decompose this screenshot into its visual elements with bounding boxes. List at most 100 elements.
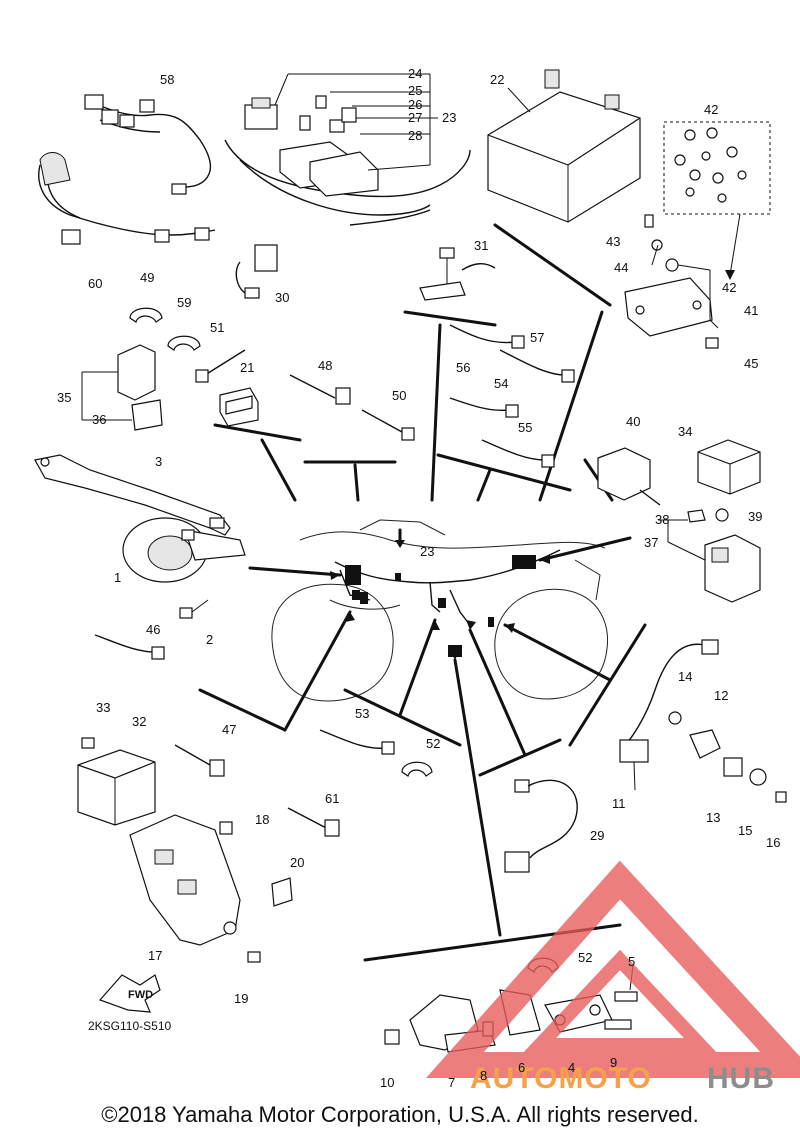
part-number-label: 44: [614, 260, 628, 275]
part-number-label: 59: [177, 295, 191, 310]
bolt-2: [179, 599, 209, 619]
part-number-label: 52: [426, 736, 440, 751]
part-number-label: 54: [494, 376, 508, 391]
bracket-17: [129, 814, 293, 963]
part-number-label: 1: [114, 570, 121, 585]
part-number-label: 32: [132, 714, 146, 729]
regulator-32: [77, 737, 156, 826]
relay-35: [81, 344, 163, 431]
watermark-logo: [425, 860, 800, 1078]
main-wire-harness: [334, 549, 561, 657]
horn-1: [122, 517, 246, 583]
part-number-label: 36: [92, 412, 106, 427]
part-number-label: 45: [744, 356, 758, 371]
part-number-label: 39: [748, 509, 762, 524]
part-number-label: 12: [714, 688, 728, 703]
part-number-label: 60: [88, 276, 102, 291]
holder-21: [219, 387, 259, 427]
arrowheads: [330, 540, 550, 660]
part-number-label: 42: [722, 280, 736, 295]
part-number-label: 4: [568, 1060, 575, 1075]
part-number-label: 15: [738, 823, 752, 838]
part-number-label: 10: [380, 1075, 394, 1090]
motorcycle-outline: [271, 519, 608, 702]
part-number-label: 49: [140, 270, 154, 285]
part-number-label: 55: [518, 420, 532, 435]
sensor-assembly-11: [619, 639, 787, 803]
part-number-label: 34: [678, 424, 692, 439]
part-number-label: 30: [275, 290, 289, 305]
band-46: [94, 634, 165, 660]
part-number-label: 53: [355, 706, 369, 721]
part-number-label: 17: [148, 948, 162, 963]
part-number-label: 6: [518, 1060, 525, 1075]
plate-assembly-41: [624, 214, 719, 349]
part-number-label: 27: [408, 110, 422, 125]
part-number-label: 52: [578, 950, 592, 965]
part-number-label: 5: [628, 954, 635, 969]
part-number-label: 22: [490, 72, 504, 87]
part-number-label: 24: [408, 66, 422, 81]
watermark-text-gray: HUB: [707, 1062, 775, 1095]
part-number-label: 38: [655, 512, 669, 527]
part-number-label: 33: [96, 700, 110, 715]
part-number-label: 14: [678, 669, 692, 684]
part-number-label: 26: [408, 97, 422, 112]
ground-lead-31: [419, 247, 496, 301]
part-number-label: 51: [210, 320, 224, 335]
part-number-label: 2: [206, 632, 213, 647]
part-number-label: 42: [704, 102, 718, 117]
fwd-label: FWD: [128, 989, 153, 1001]
bracket-3: [34, 454, 231, 536]
battery: [487, 69, 641, 223]
part-number-label: 31: [474, 238, 488, 253]
part-number-label: 37: [644, 535, 658, 550]
part-number-label: 28: [408, 128, 422, 143]
part-number-label: 21: [240, 360, 254, 375]
part-number-label: 7: [448, 1075, 455, 1090]
part-number-label: 29: [590, 828, 604, 843]
part-number-label: 13: [706, 810, 720, 825]
part-number-label: 41: [744, 303, 758, 318]
copyright-notice: ©2018 Yamaha Motor Corporation, U.S.A. A…: [101, 1102, 699, 1127]
part-number-label: 61: [325, 791, 339, 806]
part-number-label: 47: [222, 722, 236, 737]
fwd-arrow-icon: FWD: [98, 974, 161, 1013]
starter-relay-37: [658, 508, 761, 603]
part-number-label: 11: [612, 796, 626, 811]
part-number-label: 8: [480, 1068, 487, 1083]
lead-29: [504, 779, 578, 873]
connector-30: [235, 244, 278, 299]
part-number-label: 23: [420, 544, 434, 559]
part-number-label: 40: [626, 414, 640, 429]
part-number-label: 20: [290, 855, 304, 870]
part-number-label: 25: [408, 83, 422, 98]
watermark-text-orange: AUTOMOTO: [470, 1062, 652, 1095]
sub-wire-harness-60: [38, 152, 216, 245]
part-number-label: 50: [392, 388, 406, 403]
part-number-label: 57: [530, 330, 544, 345]
cable-bands-right: [449, 324, 575, 468]
relay-40: [597, 447, 661, 506]
part-code: 2KSG110-S510: [88, 1019, 171, 1033]
part-number-label: 46: [146, 622, 160, 637]
part-number-label: 23: [442, 110, 456, 125]
part-number-label: 9: [610, 1055, 617, 1070]
part-number-label: 35: [57, 390, 71, 405]
part-number-label: 58: [160, 72, 174, 87]
flasher-relay-34: [697, 439, 761, 495]
grommet-set: [663, 121, 771, 280]
part-number-label: 48: [318, 358, 332, 373]
part-number-label: 3: [155, 454, 162, 469]
electrical-parts-diagram: FWD 2KSG110-S510 AUTOMOTO HUB 5824252627…: [34, 66, 800, 1095]
pointer-lines: [198, 223, 647, 962]
part-number-label: 43: [606, 234, 620, 249]
clamps-bands: [129, 307, 415, 441]
fuse-box-assembly: [224, 73, 471, 226]
sub-wire-harness-58: [84, 94, 212, 195]
part-number-label: 19: [234, 991, 248, 1006]
part-number-label: 56: [456, 360, 470, 375]
part-number-label: 16: [766, 835, 780, 850]
